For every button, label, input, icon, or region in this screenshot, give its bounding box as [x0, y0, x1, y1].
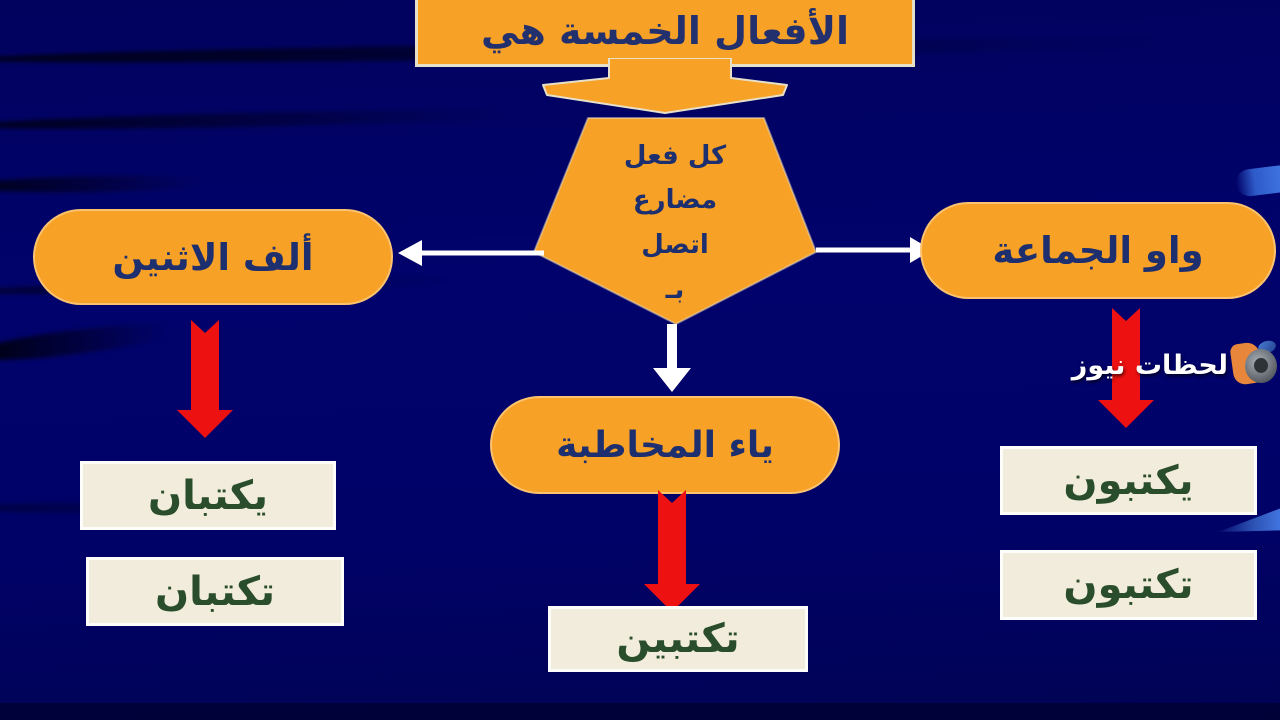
branch-center-label: ياء المخاطبة — [556, 424, 774, 466]
bottom-shade — [0, 703, 1280, 720]
condition-line: كل فعل — [623, 140, 727, 171]
title-label: الأفعال الخمسة هي — [481, 8, 850, 53]
branch-right-label: واو الجماعة — [992, 229, 1204, 272]
branch-right-pill: واو الجماعة — [920, 202, 1276, 299]
example-word: يكتبون — [1063, 457, 1194, 504]
connector-arrow-left-icon — [398, 240, 544, 266]
lahazat-news-logo-icon — [1229, 338, 1278, 388]
blue-ribbon-decoration — [1234, 165, 1280, 198]
condition-line: بـ — [665, 274, 685, 305]
red-arrow-center-icon — [644, 490, 700, 612]
red-arrow-left-icon — [177, 320, 233, 438]
background-streak — [0, 316, 187, 368]
branch-left-pill: ألف الاثنين — [33, 209, 393, 305]
connector-arrow-right-icon — [816, 237, 932, 263]
condition-line: مضارع — [632, 185, 718, 216]
red-arrow-right-icon — [1098, 308, 1154, 428]
example-box: تكتبون — [1000, 550, 1257, 620]
connector-arrow-down-icon — [653, 324, 691, 392]
condition-line: اتصل — [641, 230, 709, 260]
watermark-label: لحظات نيوز — [1071, 350, 1228, 381]
title-box: الأفعال الخمسة هي — [415, 0, 915, 67]
example-box: يكتبان — [80, 461, 336, 530]
condition-pentagon-shape — [533, 117, 817, 325]
title-chevron-arrow-icon — [542, 58, 788, 114]
branch-left-label: ألف الاثنين — [112, 235, 314, 279]
condition-text: كل فعل مضارع اتصل بـ — [560, 124, 790, 322]
example-word: تكتبون — [1063, 562, 1194, 608]
example-box: يكتبون — [1000, 446, 1257, 515]
background-streak — [0, 105, 611, 133]
example-word: تكتبين — [616, 616, 740, 662]
example-box: تكتبان — [86, 557, 344, 626]
example-word: يكتبان — [147, 472, 269, 519]
background-streak — [0, 173, 231, 195]
example-word: تكتبان — [154, 568, 276, 615]
branch-center-pill: ياء المخاطبة — [490, 396, 840, 494]
example-box: تكتبين — [548, 606, 808, 672]
logo-lens-core-shape — [1254, 358, 1268, 373]
